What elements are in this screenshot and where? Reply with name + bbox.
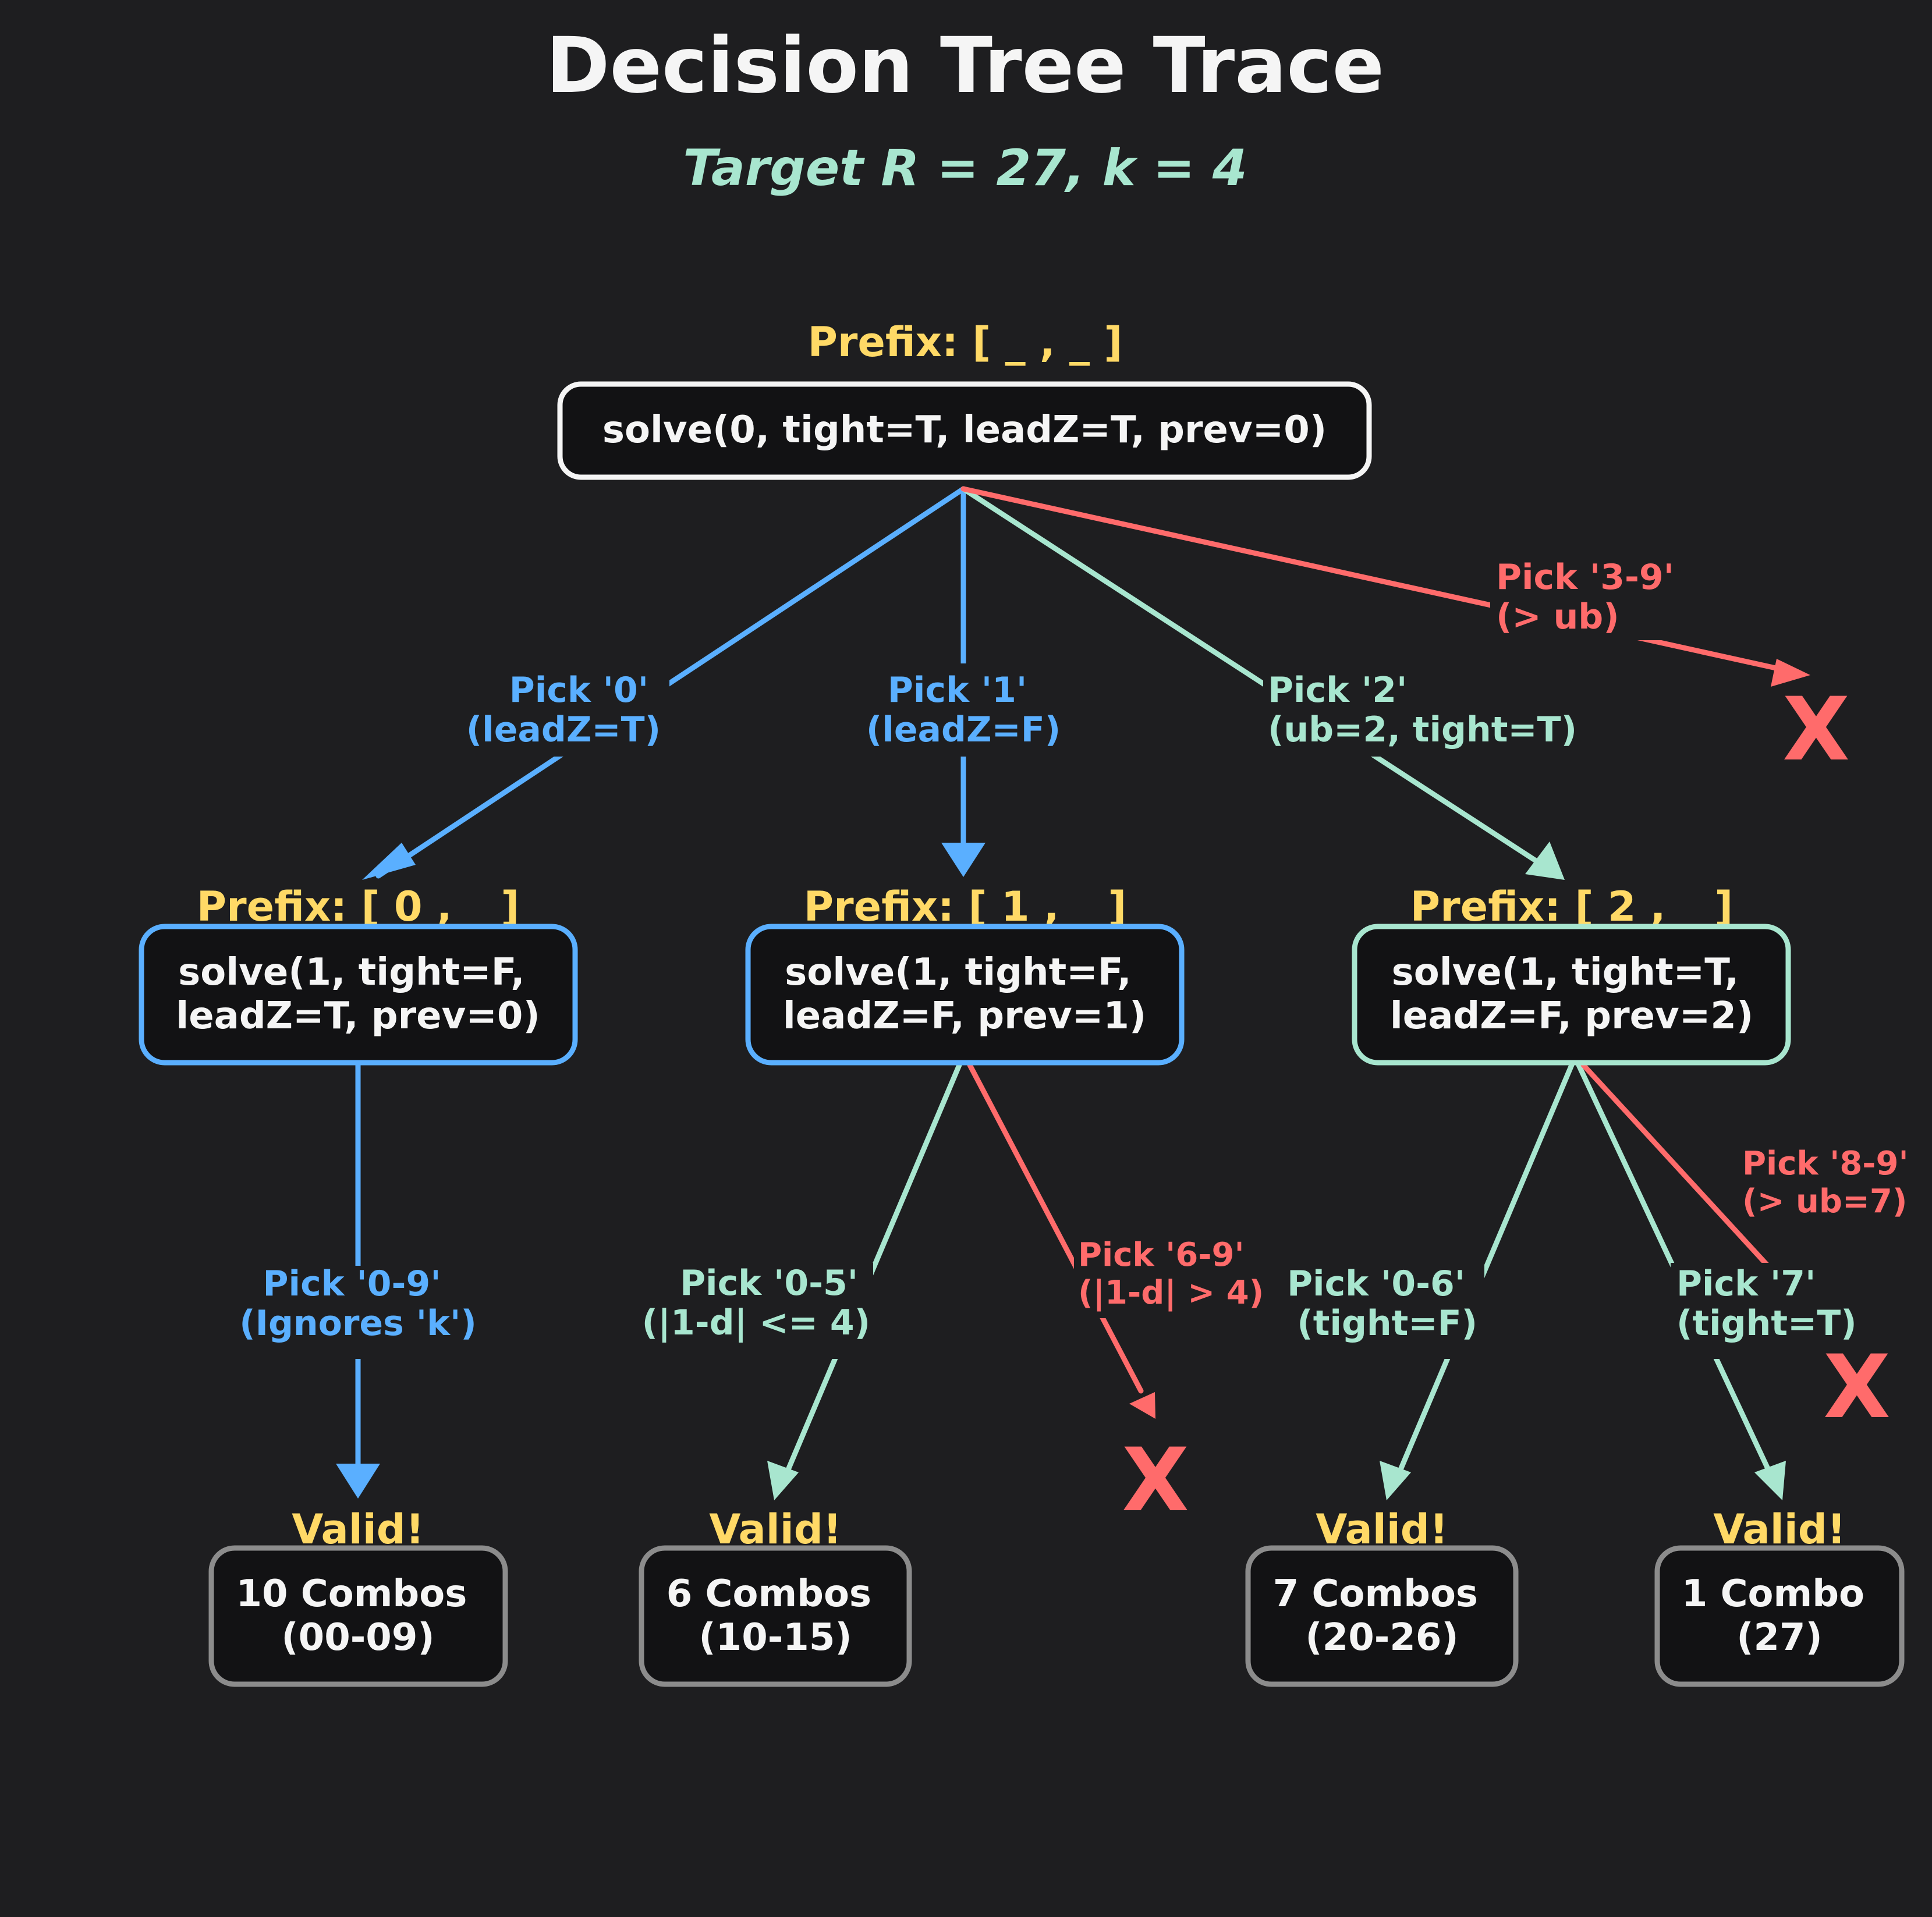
edge-label-n1-pick-0-5: Pick '0-5' (|1-d| <= 4) xyxy=(642,1263,870,1343)
arrowhead-leaf-0 xyxy=(336,1464,380,1499)
arrowhead-leaf-1 xyxy=(767,1461,799,1500)
edge-label-root-pick-2: Pick '2' (ub=2, tight=T) xyxy=(1268,670,1577,750)
edge-label-root-pick-3-9: Pick '3-9' (> ub) xyxy=(1496,557,1686,637)
leaf-0-status: Valid! xyxy=(292,1506,424,1553)
node-box-prefix-0 xyxy=(139,924,578,1066)
leaf-1-status: Valid! xyxy=(709,1506,842,1553)
diagram-subtitle: Target R = 27, k = 4 xyxy=(683,139,1247,197)
leaf-1-label: 6 Combos (10-15) xyxy=(667,1572,885,1659)
edge-label-n2-pick-8-9: Pick '8-9' (> ub=7) xyxy=(1742,1145,1920,1220)
arrowhead-pruned-6-9 xyxy=(1129,1392,1155,1419)
prefix-0: Prefix: [ 0 , _ ] xyxy=(197,883,519,931)
root-node-label: solve(0, tight=T, leadZ=T, prev=0) xyxy=(602,409,1327,452)
leaf-2-box xyxy=(1245,1545,1519,1687)
prefix-2: Prefix: [ 2 , _ ] xyxy=(1410,883,1733,931)
leaf-1-box xyxy=(639,1545,912,1687)
level1-node-1: Prefix: [ 1 , _ ] solve(1, tight=F, lead… xyxy=(745,883,1185,1066)
edges xyxy=(336,486,1810,1500)
edge-label-n2-pick-0-6: Pick '0-6' (tight=F) xyxy=(1287,1263,1477,1344)
arrowhead-pruned-3-9 xyxy=(1771,659,1810,687)
edge-label-n2-pick-7: Pick '7' (tight=T) xyxy=(1676,1263,1857,1344)
leaf-3-label: 1 Combo (27) xyxy=(1682,1572,1878,1659)
leaf-0-box xyxy=(208,1545,508,1687)
arrowhead-prefix-2 xyxy=(1525,842,1565,880)
leaf-2-label: 7 Combos (20-26) xyxy=(1273,1572,1491,1659)
level1-node-0: Prefix: [ 0 , _ ] solve(1, tight=F, lead… xyxy=(139,883,578,1066)
leaf-2-status: Valid! xyxy=(1316,1506,1448,1553)
pruned-mark-node-1: X xyxy=(1122,1430,1189,1531)
node-label-prefix-1: solve(1, tight=F, leadZ=F, prev=1) xyxy=(783,951,1146,1038)
node-box-prefix-2 xyxy=(1352,924,1791,1066)
leaf-0: Valid! 10 Combos (00-09) xyxy=(208,1506,508,1687)
node-label-prefix-2: solve(1, tight=T, leadZ=F, prev=2) xyxy=(1390,951,1753,1038)
arrowhead-prefix-1 xyxy=(941,843,986,877)
edge-label-root-pick-1: Pick '1' (leadZ=F) xyxy=(866,670,1061,750)
arrowhead-leaf-3 xyxy=(1754,1461,1786,1500)
root-prefix: Prefix: [ _ , _ ] xyxy=(808,318,1123,366)
pruned-mark-node-2: X xyxy=(1823,1337,1891,1438)
leaf-0-label: 10 Combos (00-09) xyxy=(236,1572,480,1659)
edge-prefix-2-to-leaf-2 xyxy=(1396,1062,1575,1475)
leaf-3: Valid! 1 Combo (27) xyxy=(1654,1506,1905,1687)
pruned-mark-root: X xyxy=(1782,679,1850,780)
edge-labels: Pick '0' (leadZ=T) Pick '1' (leadZ=F) Pi… xyxy=(233,553,1920,1359)
edge-prefix-2-pruned-8-9 xyxy=(1580,1062,1784,1283)
leaf-3-status: Valid! xyxy=(1713,1506,1846,1553)
diagram-title: Decision Tree Trace xyxy=(546,21,1384,111)
leaf-2: Valid! 7 Combos (20-26) xyxy=(1245,1506,1519,1687)
arrowhead-leaf-2 xyxy=(1380,1461,1411,1500)
edge-label-n1-pick-6-9: Pick '6-9' (|1-d| > 4) xyxy=(1078,1236,1264,1312)
edge-label-root-pick-0: Pick '0' (leadZ=T) xyxy=(466,670,661,750)
leaf-1: Valid! 6 Combos (10-15) xyxy=(639,1506,912,1687)
edge-root-to-prefix-2 xyxy=(960,486,1540,864)
prefix-1: Prefix: [ 1 , _ ] xyxy=(804,883,1126,931)
level1-node-2: Prefix: [ 2 , _ ] solve(1, tight=T, lead… xyxy=(1352,883,1791,1066)
edge-label-n0-pick-0-9: Pick '0-9' (Ignores 'k') xyxy=(239,1263,477,1344)
root-node-box xyxy=(557,381,1372,480)
arrowhead-prefix-0 xyxy=(362,843,416,880)
node-box-prefix-1 xyxy=(745,924,1185,1066)
edge-root-to-prefix-0 xyxy=(375,486,966,879)
edge-prefix-1-pruned-6-9 xyxy=(967,1062,1144,1394)
node-label-prefix-0: solve(1, tight=F, leadZ=T, prev=0) xyxy=(176,951,540,1038)
root-node: Prefix: [ _ , _ ] solve(0, tight=T, lead… xyxy=(557,318,1372,480)
leaf-3-box xyxy=(1654,1545,1905,1687)
